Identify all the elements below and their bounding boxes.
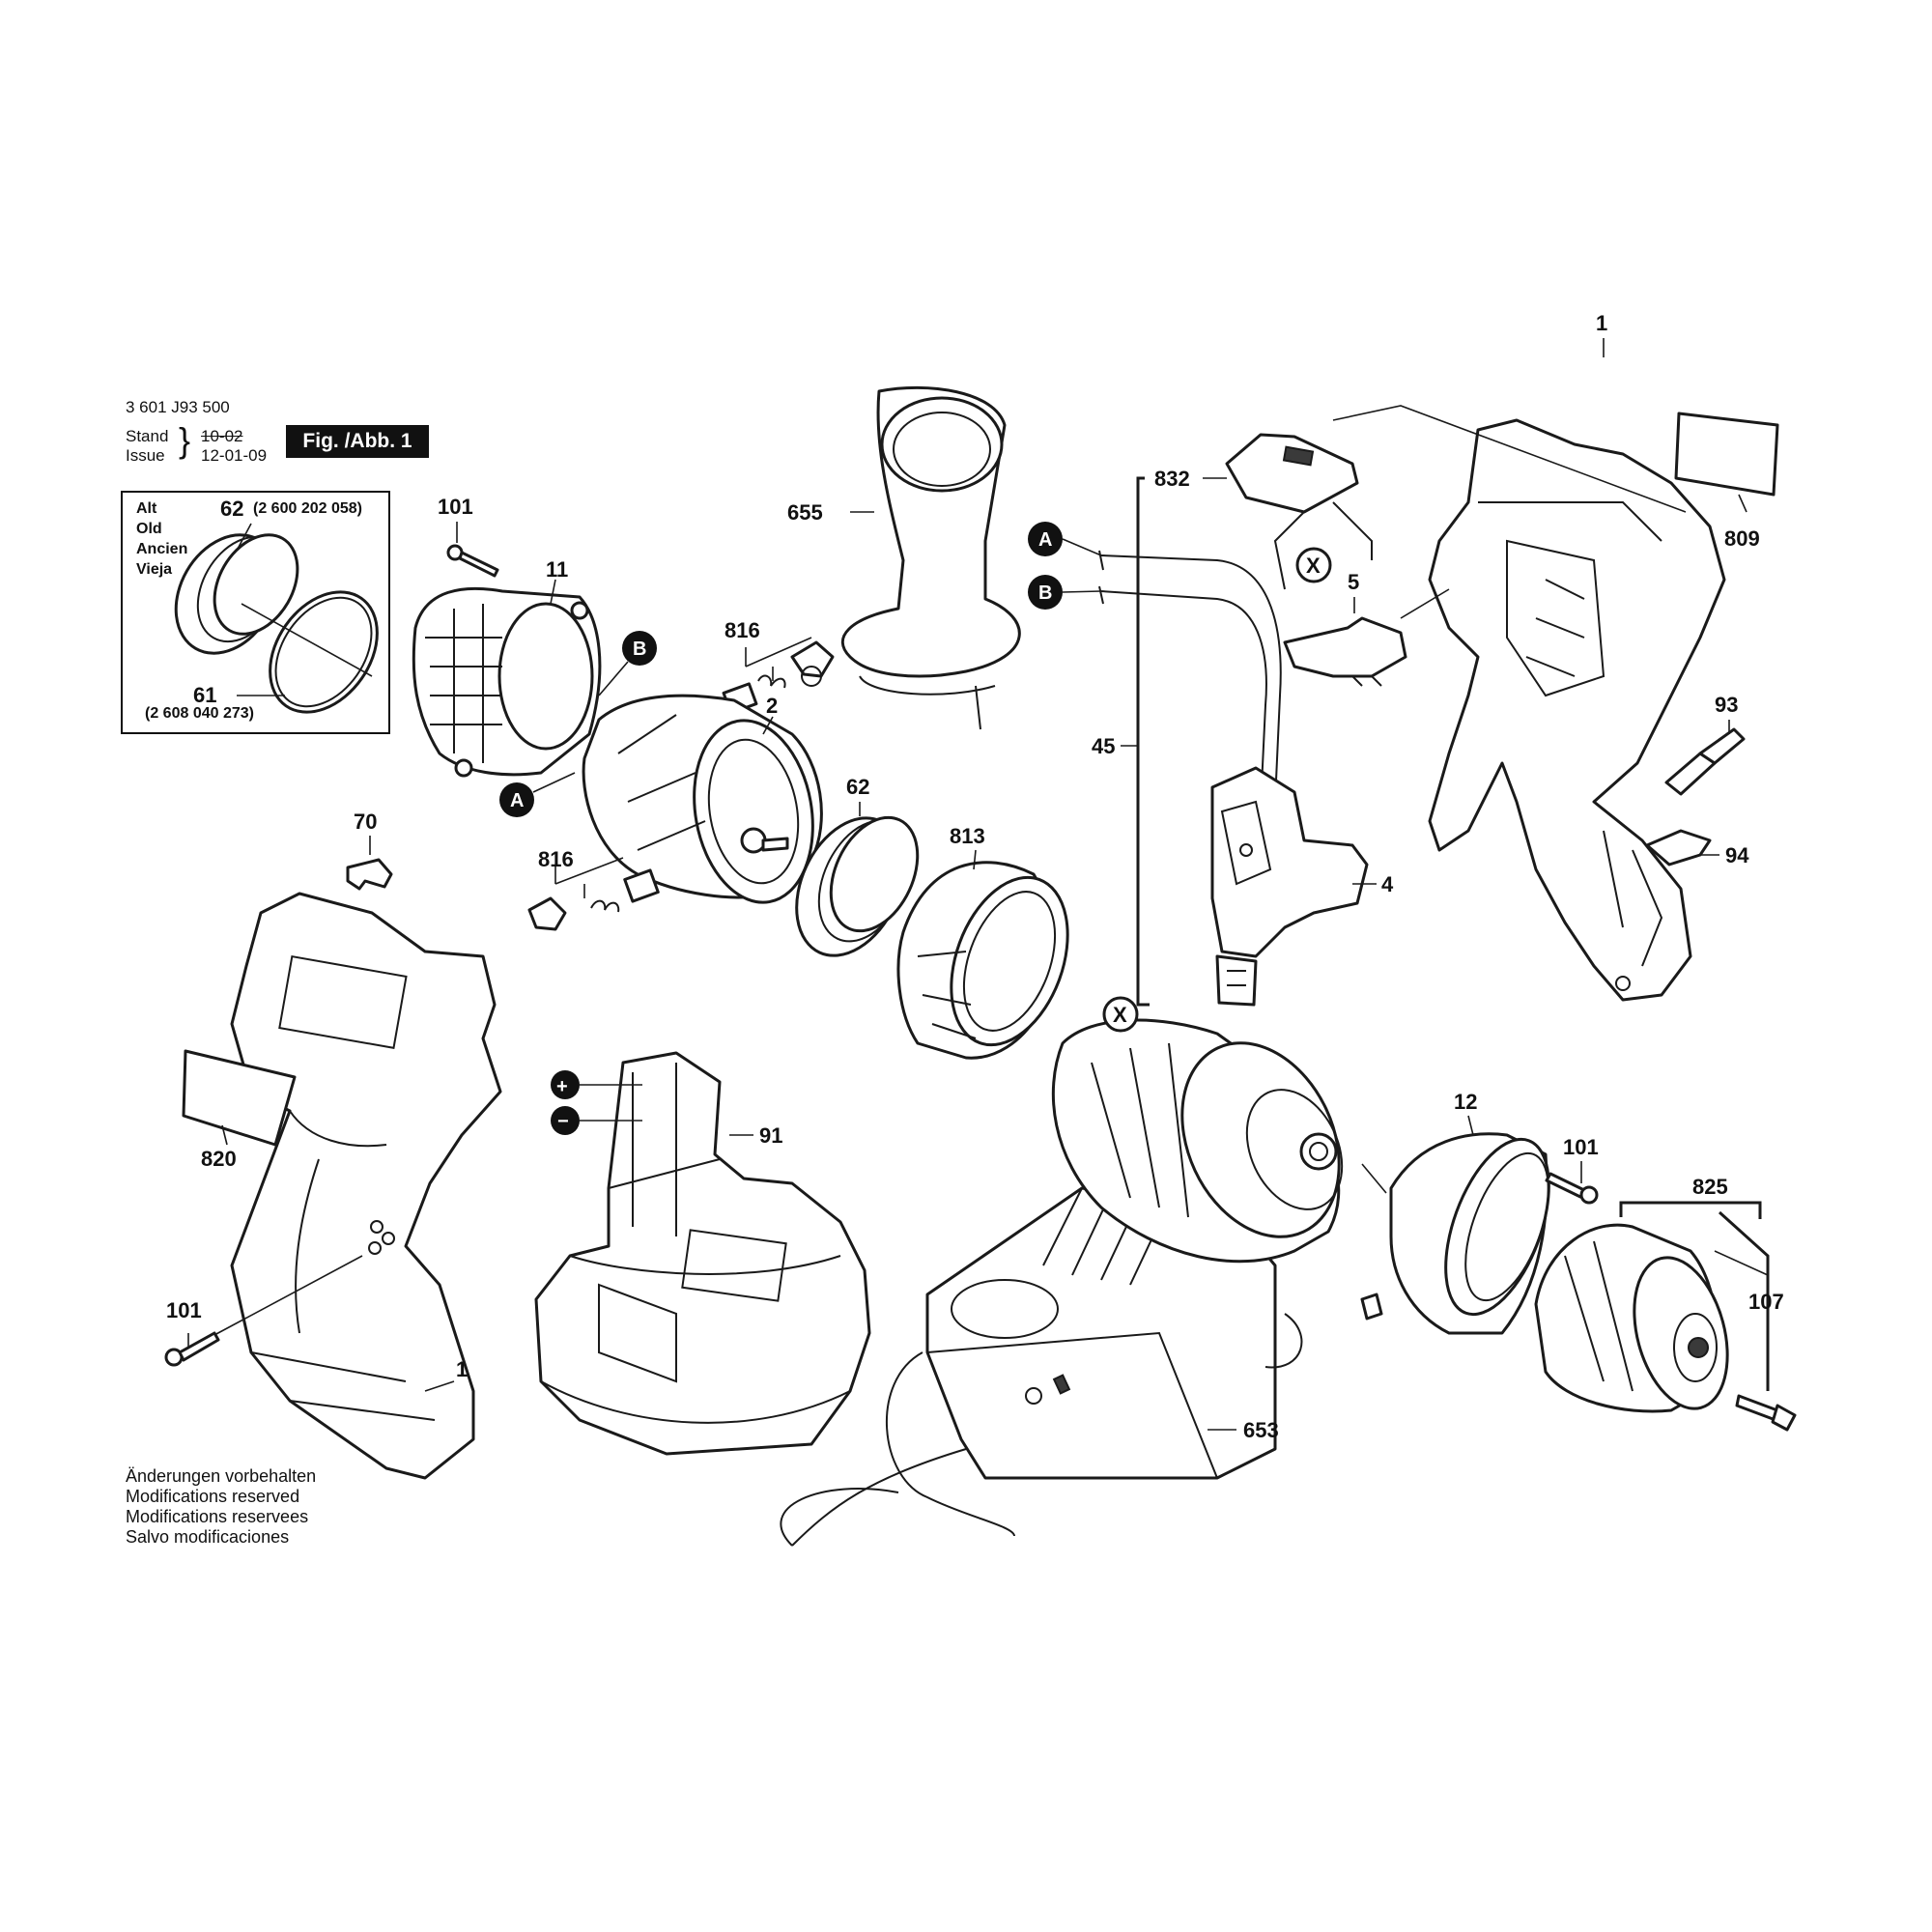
- alt-parts-box: [121, 491, 390, 734]
- label-653: 653: [1243, 1418, 1279, 1442]
- alt-snap-ring-61: [269, 590, 379, 714]
- label-93: 93: [1715, 693, 1738, 717]
- callout-a-left: [499, 782, 534, 817]
- clip-70: [346, 858, 393, 891]
- screw-101-left: [164, 1331, 220, 1367]
- issue-label: Issue: [126, 446, 165, 465]
- screw-101-top: [446, 544, 499, 578]
- label-809: 809: [1724, 526, 1760, 551]
- battery-91: [534, 1051, 871, 1456]
- footer-line-fr: Modifications reservees: [126, 1507, 309, 1526]
- vieja-label: Vieja: [136, 561, 173, 578]
- label-832: 832: [1154, 467, 1190, 491]
- callout-a-right-text: A: [1038, 529, 1052, 551]
- label-825: 825: [1692, 1175, 1728, 1199]
- footer-line-en: Modifications reserved: [126, 1487, 300, 1506]
- motor-housing-11: [412, 586, 602, 778]
- callout-x-switch: X: [1306, 554, 1321, 578]
- switch-4: [1210, 766, 1369, 1007]
- housing-half-1-right: [1428, 418, 1726, 1002]
- alt-part-61-code: (2 608 040 273): [145, 705, 254, 722]
- callout-b-left: [622, 631, 657, 666]
- callout-a-left-text: A: [510, 790, 524, 811]
- label-11: 11: [546, 557, 568, 582]
- screw-107: [1735, 1394, 1797, 1432]
- label-sticker-820: [182, 1049, 297, 1147]
- gear-cover-12: [1360, 1132, 1550, 1335]
- alt-language-list: Alt Old Ancien Vieja: [136, 498, 187, 580]
- label-655: 655: [787, 500, 823, 525]
- label-12: 12: [1454, 1090, 1477, 1114]
- callout-b-right: [1028, 575, 1063, 610]
- label-101-top: 101: [438, 495, 473, 519]
- label-70: 70: [354, 810, 377, 834]
- housing-half-1-left: [230, 892, 502, 1480]
- label-101-right: 101: [1563, 1135, 1599, 1159]
- label-101-left: 101: [166, 1298, 202, 1322]
- label-45: 45: [1092, 734, 1115, 758]
- label-4: 4: [1381, 872, 1394, 896]
- ancien-label: Ancien: [136, 541, 188, 557]
- bit-93: [1664, 727, 1746, 796]
- screw-101-right: [1545, 1172, 1599, 1205]
- footer-notice: Änderungen vorbehalten Modifications res…: [126, 1466, 316, 1548]
- alt-label: Alt: [136, 500, 157, 517]
- wire-harness-45: [1098, 550, 1282, 808]
- label-2: 2: [766, 694, 778, 718]
- callout-x-gearbox-circle: [1102, 996, 1139, 1033]
- label-5: 5: [1348, 570, 1359, 594]
- old-label: Old: [136, 521, 162, 537]
- brace: }: [179, 420, 191, 460]
- ring-62: [795, 815, 920, 957]
- footer-line-es: Salvo modificaciones: [126, 1527, 290, 1547]
- label-61-alt: 61: [193, 683, 216, 707]
- label-sticker-809: [1674, 412, 1779, 497]
- minus-terminal-text: −: [557, 1111, 569, 1132]
- label-94: 94: [1725, 843, 1749, 867]
- label-62: 62: [846, 775, 869, 799]
- label-1-bottom: 1: [456, 1357, 468, 1381]
- slide-5: [1283, 616, 1407, 687]
- label-820: 820: [201, 1147, 237, 1171]
- issue-date: 12-01-09: [201, 446, 268, 465]
- stand-label: Stand: [126, 427, 169, 445]
- plus-terminal-text: +: [556, 1076, 568, 1097]
- label-91: 91: [759, 1123, 782, 1148]
- gearbox: [1051, 1018, 1344, 1264]
- callout-x-switch-circle: [1295, 547, 1332, 583]
- footer-line-de: Änderungen vorbehalten: [126, 1466, 317, 1486]
- switch-cover-832: [1225, 433, 1373, 590]
- label-107: 107: [1748, 1290, 1784, 1314]
- figure-badge: Fig. /Abb. 1: [286, 425, 429, 458]
- chuck-825: [1534, 1223, 1729, 1413]
- callout-a-right: [1028, 522, 1063, 556]
- bit-holder-94: [1645, 829, 1712, 867]
- label-1-top: 1: [1596, 311, 1607, 335]
- plus-terminal: [551, 1070, 580, 1099]
- callout-b-right-text: B: [1038, 582, 1052, 604]
- model-number: 3 601 J93 500: [126, 398, 230, 416]
- motor-2: [582, 694, 823, 904]
- brush-816-bottom: [527, 868, 660, 931]
- label-813: 813: [950, 824, 985, 848]
- stand-date: 10-02: [201, 427, 243, 445]
- label-816-top: 816: [724, 618, 760, 642]
- boot-655: [840, 385, 1021, 730]
- minus-terminal: [551, 1106, 580, 1135]
- callout-b-left-text: B: [633, 639, 646, 660]
- callout-x-gearbox: X: [1113, 1003, 1127, 1027]
- alt-part-62-code: (2 600 202 058): [253, 500, 362, 517]
- label-62-alt: 62: [220, 497, 243, 521]
- label-816-bottom: 816: [538, 847, 574, 871]
- alt-ring-62: [174, 533, 299, 655]
- yoke-813: [896, 861, 1069, 1060]
